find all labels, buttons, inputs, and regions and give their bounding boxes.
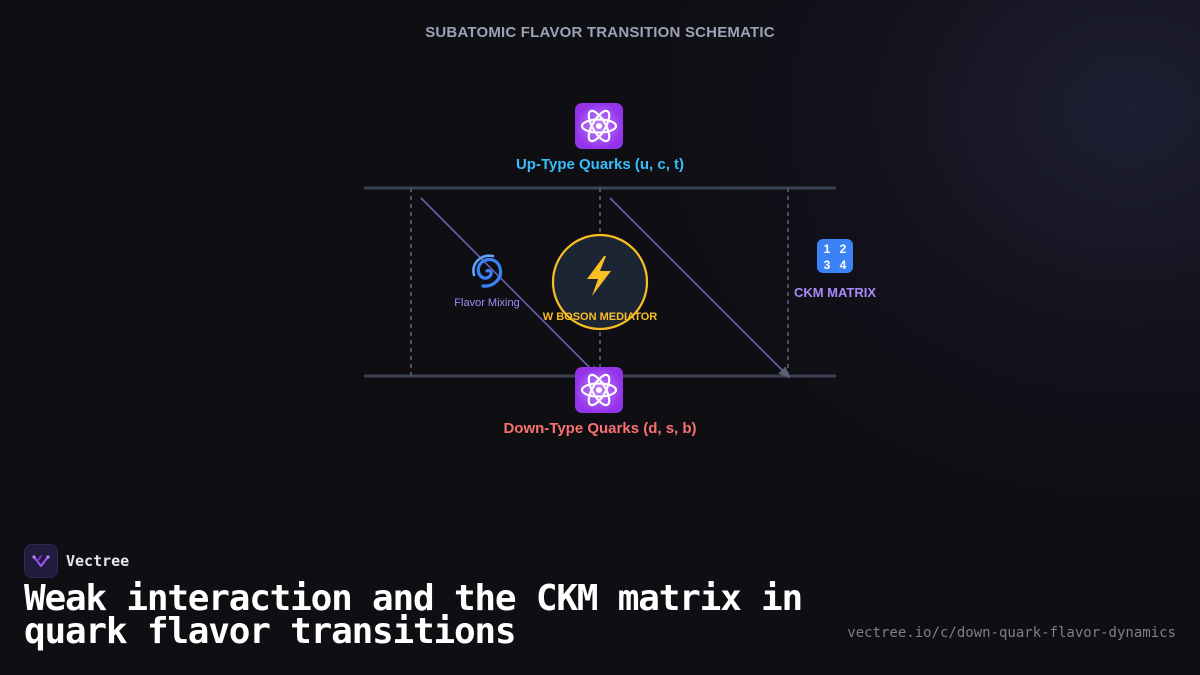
up-quarks-label: Up-Type Quarks (u, c, t)	[516, 156, 684, 173]
page-headline: Weak interaction and the CKM matrix in q…	[24, 578, 803, 652]
source-url: vectree.io/c/down-quark-flavor-dynamics	[847, 625, 1176, 641]
cyclone-icon	[472, 254, 503, 288]
svg-text:2: 2	[840, 242, 847, 256]
transition-arrow-left	[420, 197, 600, 378]
svg-text:3: 3	[824, 258, 831, 272]
flavor-mixing-label: Flavor Mixing	[454, 297, 519, 309]
transition-arrow-right	[609, 197, 791, 379]
vectree-logo-icon	[24, 544, 58, 578]
diagram-title: SUBATOMIC FLAVOR TRANSITION SCHEMATIC	[425, 24, 775, 41]
ckm-matrix-label: CKM MATRIX	[794, 285, 876, 300]
up-quarks-atom-icon	[575, 103, 623, 149]
down-quarks-label: Down-Type Quarks (d, s, b)	[503, 420, 696, 437]
svg-text:1: 1	[824, 242, 831, 256]
down-quarks-atom-icon	[575, 367, 623, 413]
brand-name: Vectree	[66, 552, 130, 570]
brand: Vectree	[24, 544, 129, 578]
numbers-icon: 1 2 3 4	[817, 239, 853, 273]
svg-text:4: 4	[840, 258, 847, 272]
lightning-icon	[587, 256, 611, 296]
w-boson-mediator	[551, 233, 649, 331]
w-boson-label: W BOSON MEDIATOR	[543, 311, 658, 323]
